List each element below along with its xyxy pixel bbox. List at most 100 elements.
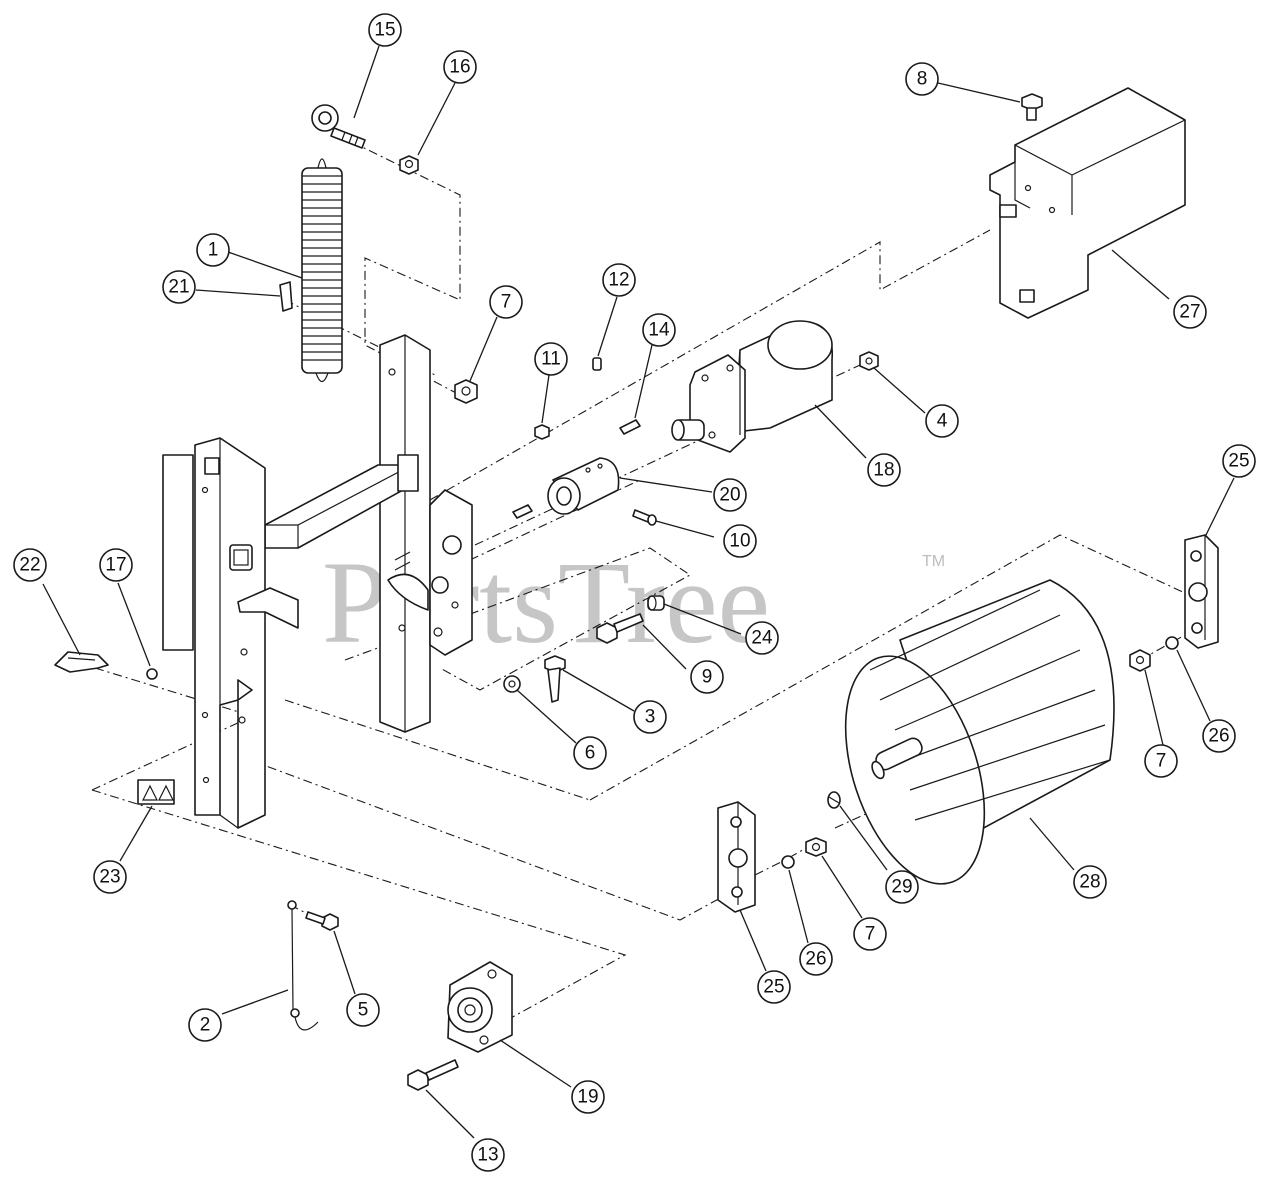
washer-26-lower bbox=[781, 855, 795, 869]
svg-text:20: 20 bbox=[719, 485, 740, 506]
key-lower bbox=[512, 504, 533, 519]
bolt-9 bbox=[596, 613, 644, 644]
svg-text:26: 26 bbox=[805, 949, 826, 970]
cover-guard bbox=[989, 87, 1186, 319]
callout-26-lower[interactable]: 26 bbox=[799, 942, 833, 976]
svg-text:2: 2 bbox=[200, 1015, 211, 1036]
svg-text:15: 15 bbox=[374, 20, 395, 41]
callout-7-top[interactable]: 7 bbox=[489, 285, 523, 319]
svg-text:27: 27 bbox=[1179, 302, 1200, 323]
callout-29[interactable]: 29 bbox=[885, 870, 919, 904]
callout-26-right[interactable]: 26 bbox=[1202, 719, 1236, 753]
callout-17[interactable]: 17 bbox=[99, 548, 133, 582]
callout-7-right[interactable]: 7 bbox=[1144, 744, 1178, 778]
clip-21 bbox=[279, 281, 293, 312]
callouts: 15 16 8 1 12 7 27 14 11 21 4 18 20 25 10… bbox=[13, 13, 1256, 1172]
washer-6 bbox=[503, 675, 521, 693]
svg-text:25: 25 bbox=[1228, 451, 1249, 472]
callout-22[interactable]: 22 bbox=[13, 548, 47, 582]
left-frame-plate bbox=[194, 437, 299, 829]
warning-decal bbox=[137, 779, 175, 805]
extension-spring-upper bbox=[301, 158, 343, 383]
callout-7-lower[interactable]: 7 bbox=[853, 917, 887, 951]
callout-13[interactable]: 13 bbox=[471, 1138, 505, 1172]
callout-25-upper[interactable]: 25 bbox=[1222, 444, 1256, 478]
reel-drum bbox=[844, 579, 1115, 885]
callout-6[interactable]: 6 bbox=[573, 736, 607, 770]
screw-5 bbox=[305, 911, 339, 931]
washer-26-right bbox=[1165, 636, 1179, 650]
svg-text:8: 8 bbox=[917, 69, 928, 90]
spacer-24 bbox=[647, 595, 665, 611]
watermark-trademark: TM bbox=[922, 553, 945, 570]
svg-text:12: 12 bbox=[608, 270, 629, 291]
svg-text:7: 7 bbox=[501, 292, 512, 313]
key-14 bbox=[619, 419, 641, 435]
svg-text:23: 23 bbox=[99, 867, 120, 888]
callout-4[interactable]: 4 bbox=[925, 404, 959, 438]
set-screw-12 bbox=[592, 357, 602, 371]
svg-text:4: 4 bbox=[937, 411, 948, 432]
callout-24[interactable]: 24 bbox=[745, 621, 779, 655]
extension-spring-lower bbox=[162, 454, 194, 651]
bolt-13 bbox=[407, 1059, 459, 1091]
nut-17 bbox=[146, 668, 158, 680]
svg-text:22: 22 bbox=[19, 555, 40, 576]
svg-text:19: 19 bbox=[577, 1087, 598, 1108]
callout-21[interactable]: 21 bbox=[162, 270, 196, 304]
coupler bbox=[547, 457, 620, 515]
svg-text:29: 29 bbox=[891, 877, 912, 898]
nut-7-right bbox=[1129, 649, 1151, 672]
nut-16 bbox=[399, 155, 419, 175]
svg-text:25: 25 bbox=[763, 977, 784, 998]
callout-10[interactable]: 10 bbox=[723, 524, 757, 558]
svg-text:6: 6 bbox=[585, 743, 596, 764]
svg-text:16: 16 bbox=[449, 57, 470, 78]
callout-27[interactable]: 27 bbox=[1173, 295, 1207, 329]
center-bracket bbox=[379, 334, 473, 733]
svg-text:28: 28 bbox=[1079, 872, 1100, 893]
callout-8[interactable]: 8 bbox=[905, 62, 939, 96]
svg-text:3: 3 bbox=[645, 707, 656, 728]
callout-20[interactable]: 20 bbox=[713, 478, 747, 512]
svg-text:9: 9 bbox=[702, 667, 713, 688]
latch-22 bbox=[54, 651, 109, 673]
nut-11 bbox=[534, 424, 550, 440]
callout-23[interactable]: 23 bbox=[93, 860, 127, 894]
svg-text:7: 7 bbox=[1156, 751, 1167, 772]
svg-text:1: 1 bbox=[208, 240, 219, 261]
callout-11[interactable]: 11 bbox=[534, 342, 568, 376]
callout-16[interactable]: 16 bbox=[443, 50, 477, 84]
nut-4 bbox=[859, 351, 879, 371]
callout-18[interactable]: 18 bbox=[867, 453, 901, 487]
flange-bearing bbox=[447, 961, 513, 1053]
leader-lines bbox=[42, 45, 1235, 1139]
bolt-3 bbox=[544, 655, 566, 703]
callout-3[interactable]: 3 bbox=[633, 700, 667, 734]
eye-bolt bbox=[311, 104, 366, 149]
callout-28[interactable]: 28 bbox=[1073, 865, 1107, 899]
svg-text:24: 24 bbox=[751, 628, 773, 649]
svg-text:17: 17 bbox=[105, 555, 126, 576]
nut-7-upper bbox=[454, 379, 478, 404]
callout-19[interactable]: 19 bbox=[571, 1080, 605, 1114]
svg-text:10: 10 bbox=[729, 531, 750, 552]
svg-text:18: 18 bbox=[873, 460, 894, 481]
svg-text:11: 11 bbox=[541, 349, 561, 370]
shaft-tube bbox=[264, 454, 419, 549]
callout-12[interactable]: 12 bbox=[602, 263, 636, 297]
bearing-plate-upper bbox=[1184, 534, 1219, 649]
svg-text:5: 5 bbox=[358, 1000, 369, 1021]
callout-1[interactable]: 1 bbox=[196, 233, 230, 267]
callout-5[interactable]: 5 bbox=[346, 993, 380, 1027]
callout-2[interactable]: 2 bbox=[188, 1008, 222, 1042]
callout-15[interactable]: 15 bbox=[368, 13, 402, 47]
gear-motor bbox=[671, 320, 833, 453]
svg-text:26: 26 bbox=[1208, 726, 1229, 747]
svg-text:21: 21 bbox=[168, 277, 189, 298]
callout-25-lower[interactable]: 25 bbox=[757, 970, 791, 1004]
callout-14[interactable]: 14 bbox=[642, 313, 676, 347]
callout-9[interactable]: 9 bbox=[690, 660, 724, 694]
screw-10 bbox=[632, 509, 657, 526]
